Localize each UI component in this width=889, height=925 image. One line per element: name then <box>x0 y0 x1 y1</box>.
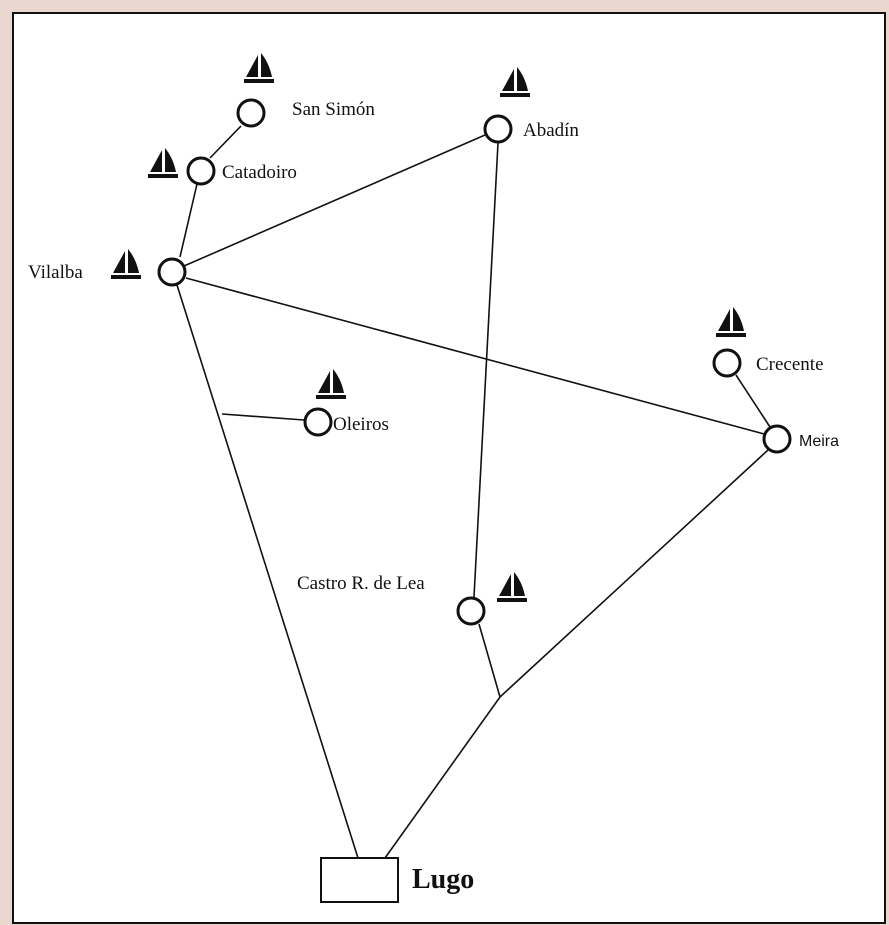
label-abadin: Abadín <box>523 120 579 141</box>
node-san-simon <box>236 98 266 128</box>
label-meira: Meira <box>799 433 839 450</box>
edge-catadoiro-vilalba <box>179 183 198 258</box>
node-crecente <box>712 348 742 378</box>
node-castro <box>456 596 486 626</box>
edge-castro-junction <box>478 623 501 698</box>
edge-vilalba-lugo <box>176 284 359 859</box>
edge-vilalba-abadin <box>183 134 486 267</box>
edges <box>176 125 771 859</box>
label-san-simon: San Simón <box>292 99 375 120</box>
edge-abadin-castro <box>473 142 499 598</box>
label-vilalba: Vilalba <box>28 262 83 283</box>
nodes <box>157 98 792 626</box>
edge-meira-junction <box>499 449 769 698</box>
label-castro: Castro R. de Lea <box>297 573 425 594</box>
node-abadin <box>483 114 513 144</box>
label-catadoiro: Catadoiro <box>222 162 297 183</box>
edge-sansimon-catadoiro <box>209 125 242 159</box>
diagram-panel <box>12 12 886 924</box>
edge-vilalba-meira <box>185 277 765 435</box>
node-vilalba <box>157 257 187 287</box>
node-meira <box>762 424 792 454</box>
label-crecente: Crecente <box>756 354 824 375</box>
edge-oleiros-branch <box>221 413 305 421</box>
edge-crecente-meira <box>735 374 771 428</box>
node-lugo-box <box>320 857 399 903</box>
label-lugo: Lugo <box>412 864 474 895</box>
node-catadoiro <box>186 156 216 186</box>
edge-junction-lugo <box>384 696 501 859</box>
label-oleiros: Oleiros <box>333 414 389 435</box>
node-oleiros <box>303 407 333 437</box>
